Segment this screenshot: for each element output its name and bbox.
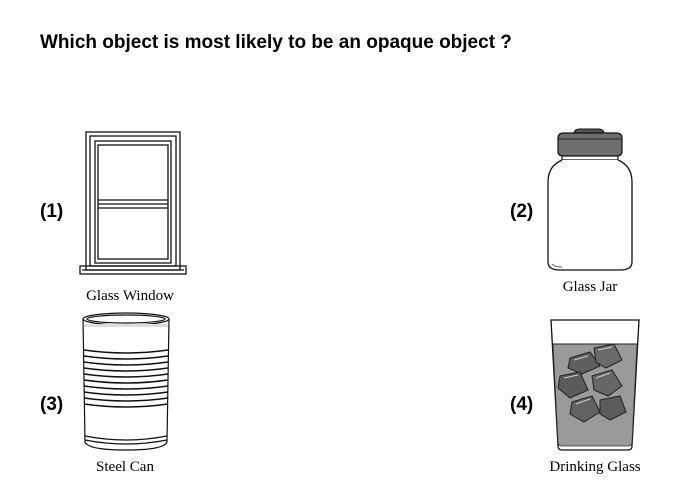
option-3-number: (3) bbox=[40, 394, 64, 415]
option-1-caption: Glass Window bbox=[86, 288, 174, 304]
option-4-caption: Drinking Glass bbox=[549, 459, 641, 475]
question-text: Which object is most likely to be an opa… bbox=[40, 32, 512, 53]
glass-jar-icon bbox=[547, 128, 633, 271]
option-4-number: (4) bbox=[510, 394, 534, 415]
drinking-glass-icon bbox=[550, 319, 640, 451]
glass-window-icon bbox=[79, 131, 187, 275]
steel-can-icon bbox=[82, 312, 170, 451]
option-2-number: (2) bbox=[510, 201, 534, 222]
option-3-caption: Steel Can bbox=[96, 459, 154, 475]
option-1-number: (1) bbox=[40, 201, 64, 222]
option-2-caption: Glass Jar bbox=[562, 279, 618, 295]
